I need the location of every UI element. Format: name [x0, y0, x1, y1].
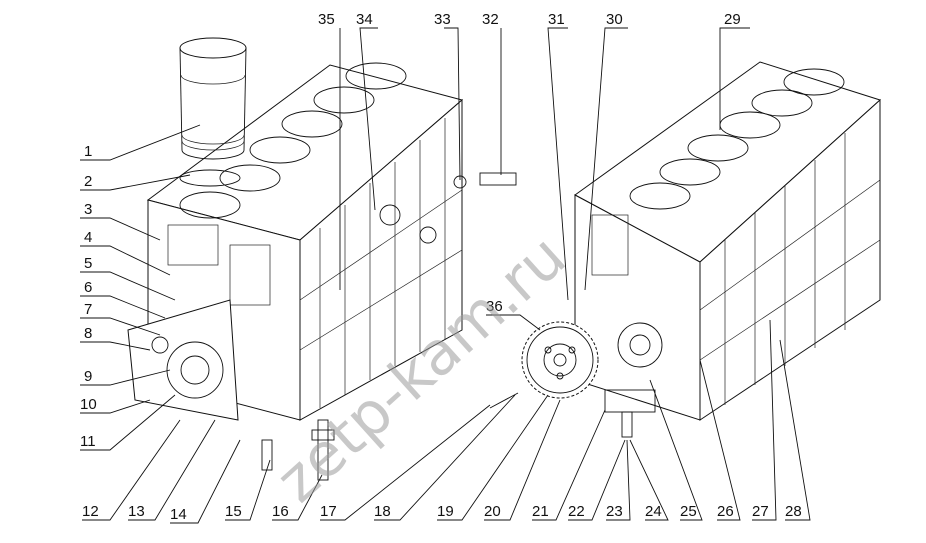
- right-cylinder-block: [574, 61, 881, 438]
- callout-35: 35: [318, 11, 335, 28]
- callout-7: 7: [84, 301, 92, 318]
- callout-8: 8: [84, 325, 92, 342]
- callout-31: 31: [548, 11, 565, 28]
- callout-2: 2: [84, 173, 92, 190]
- callout-32: 32: [482, 11, 499, 28]
- callout-20: 20: [484, 503, 501, 520]
- callout-24: 24: [645, 503, 662, 520]
- callout-22: 22: [568, 503, 585, 520]
- callout-12: 12: [82, 503, 99, 520]
- callout-9: 9: [84, 368, 92, 385]
- callout-6: 6: [84, 279, 92, 296]
- callout-23: 23: [606, 503, 623, 520]
- callout-13: 13: [128, 503, 145, 520]
- callout-27: 27: [752, 503, 769, 520]
- callout-10: 10: [80, 396, 97, 413]
- callout-26: 26: [717, 503, 734, 520]
- callout-25: 25: [680, 503, 697, 520]
- leader-lines: [80, 27, 811, 524]
- callout-18: 18: [374, 503, 391, 520]
- callout-36: 36: [486, 298, 503, 315]
- callout-labels: 1 2 3 4 5 6 7 8 9 10 11 12 13 14 15 16 1…: [80, 11, 802, 523]
- callout-4: 4: [84, 229, 92, 246]
- callout-28: 28: [785, 503, 802, 520]
- left-cylinder-block: [127, 62, 464, 421]
- right-cylinder-bores: [629, 68, 845, 210]
- callout-15: 15: [225, 503, 242, 520]
- side-fittings: [379, 172, 517, 244]
- callout-30: 30: [606, 11, 623, 28]
- cylinder-bores: [179, 62, 407, 219]
- callout-34: 34: [356, 11, 373, 28]
- callout-29: 29: [724, 11, 741, 28]
- idler-gear: [489, 321, 599, 409]
- callout-14: 14: [170, 506, 187, 523]
- cylinder-liner: [179, 37, 247, 187]
- callout-16: 16: [272, 503, 289, 520]
- callout-33: 33: [434, 11, 451, 28]
- callout-21: 21: [532, 503, 549, 520]
- callout-1: 1: [84, 143, 92, 160]
- callout-11: 11: [80, 433, 96, 450]
- callout-5: 5: [84, 255, 92, 272]
- callout-17: 17: [320, 503, 337, 520]
- callout-3: 3: [84, 201, 92, 218]
- callout-19: 19: [437, 503, 454, 520]
